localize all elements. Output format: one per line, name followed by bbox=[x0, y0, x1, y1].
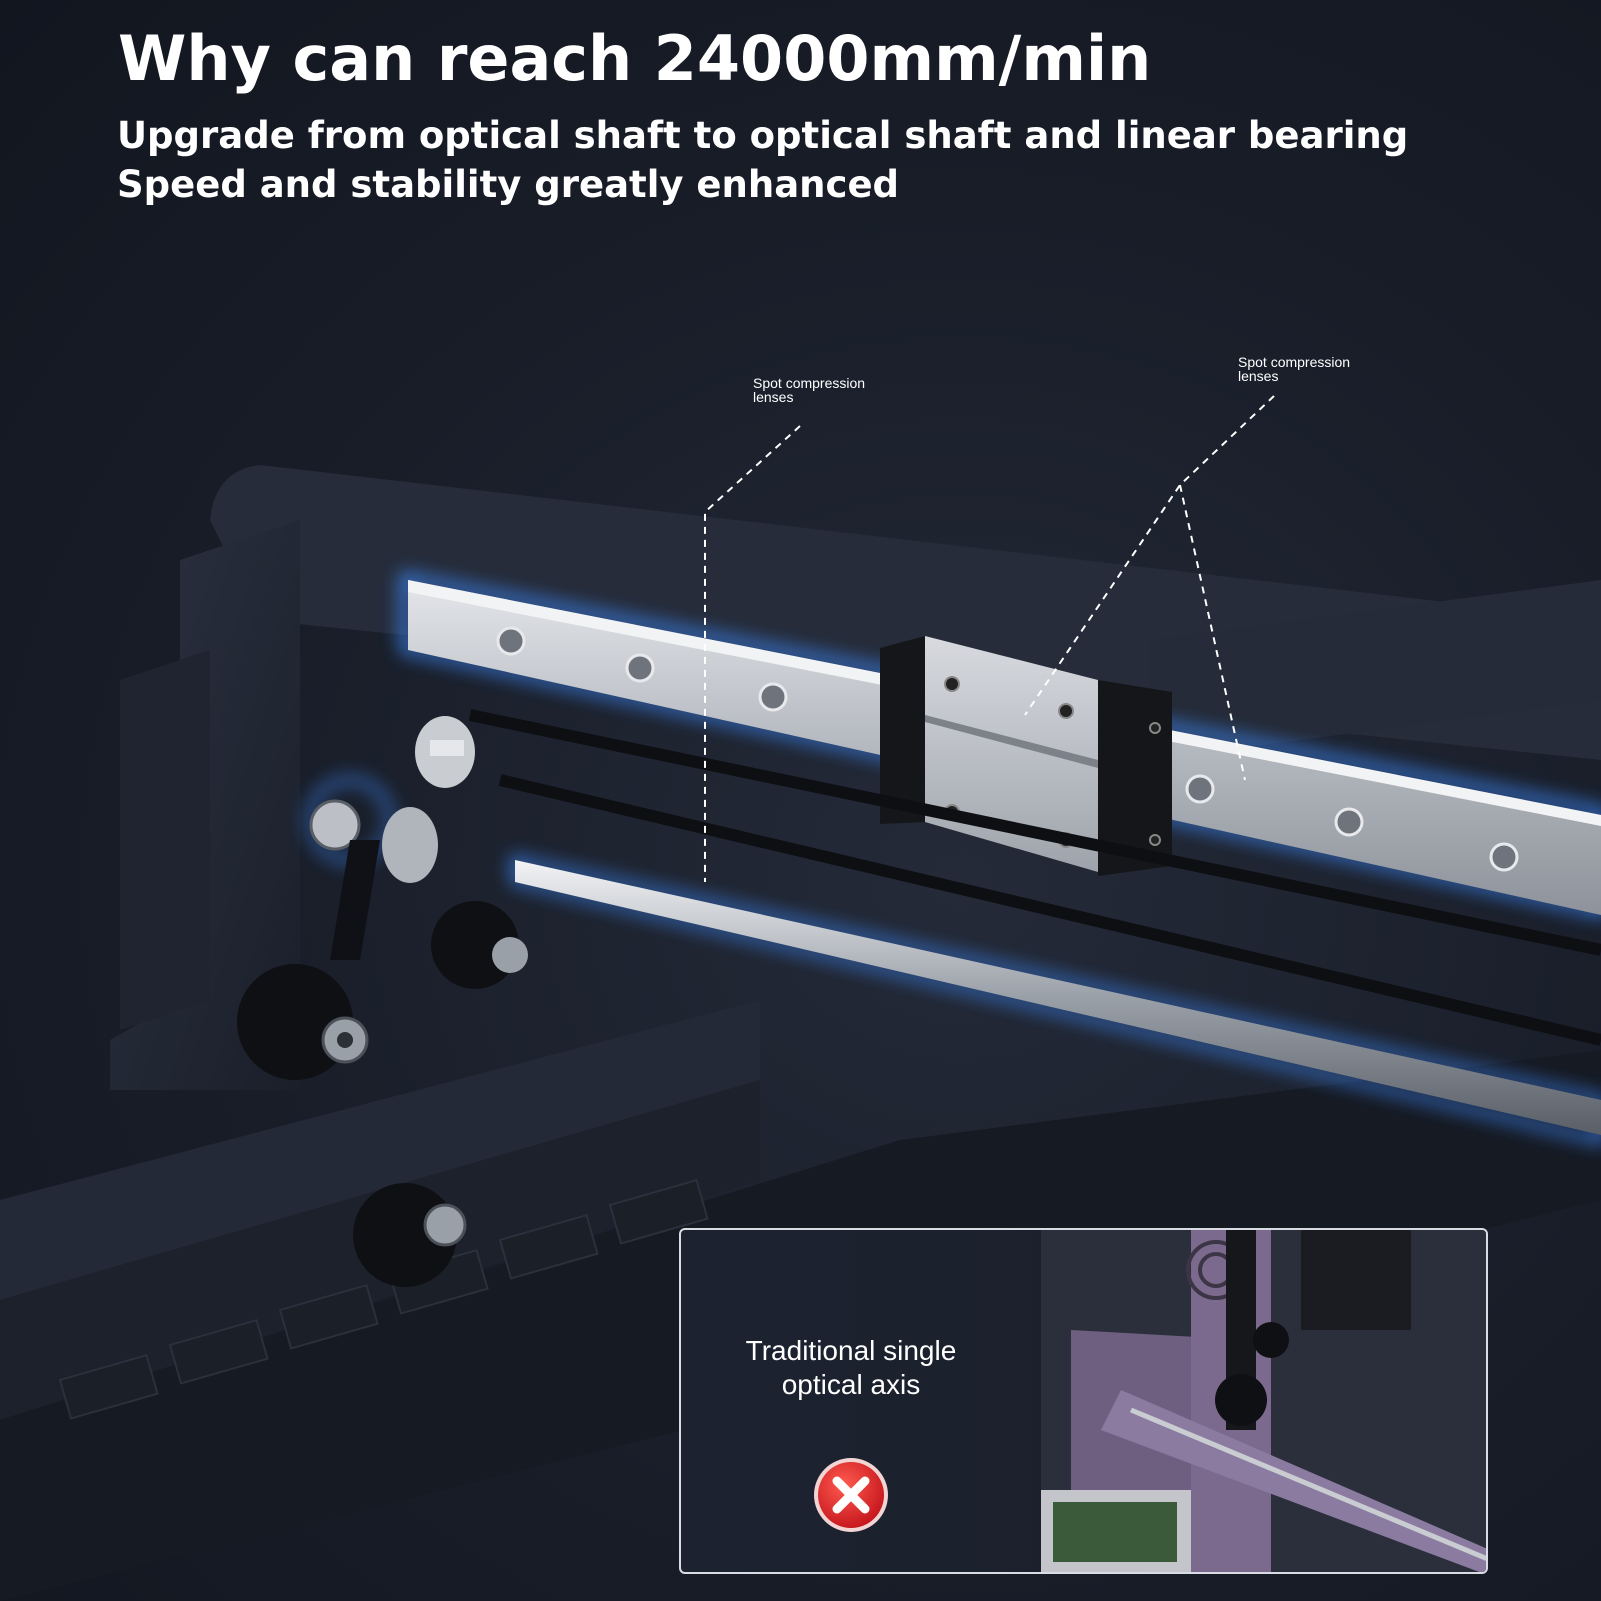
callout-left-line2: lenses bbox=[753, 389, 794, 405]
traditional-axis-machine-image bbox=[1041, 1230, 1486, 1572]
callout-label-left: Spot compression lenses bbox=[753, 376, 865, 404]
timing-belt bbox=[468, 709, 1601, 1046]
optical-shaft bbox=[515, 860, 1601, 1135]
comparison-label-line1: Traditional single bbox=[745, 1335, 957, 1366]
callout-right-line2: lenses bbox=[1238, 368, 1279, 384]
callout-lines bbox=[704, 395, 1275, 882]
page-subtitle-line2: Speed and stability greatly enhanced bbox=[117, 163, 900, 206]
comparison-label-line2: optical axis bbox=[781, 1369, 921, 1400]
callout-right-line1: Spot compression bbox=[1238, 354, 1351, 370]
page-title: Why can reach 24000mm/min bbox=[118, 22, 1152, 95]
page-subtitle-line1: Upgrade from optical shaft to optical sh… bbox=[117, 114, 1409, 157]
x-circle-icon bbox=[814, 1458, 888, 1532]
comparison-label: Traditional single optical axis bbox=[731, 1334, 971, 1402]
comparison-panel: Traditional single optical axis bbox=[679, 1228, 1488, 1574]
callout-label-right: Spot compression lenses bbox=[1238, 355, 1350, 383]
callout-left-line1: Spot compression bbox=[753, 375, 866, 391]
pulley-assembly bbox=[237, 716, 528, 1287]
